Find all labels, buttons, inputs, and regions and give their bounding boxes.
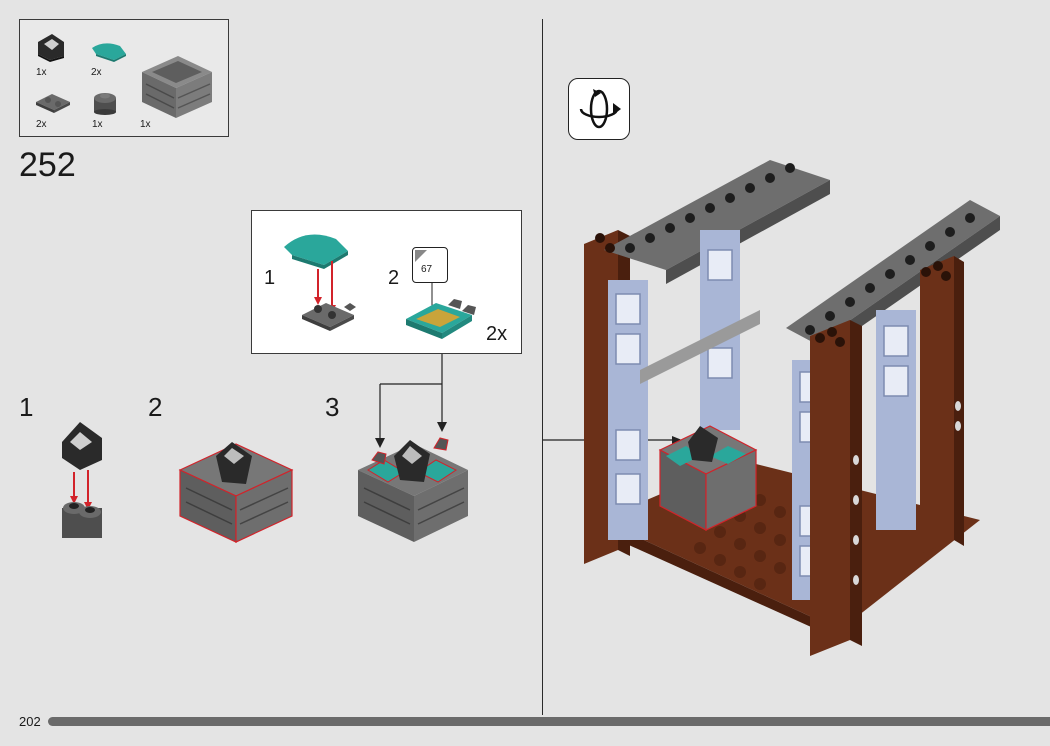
gray-crate-container-icon [142,56,212,118]
main-build-model-illustration [584,160,1000,656]
substep-1-wedge-on-round-bricks [62,422,102,538]
substep-2-crate-with-wedge [178,442,294,543]
dark-gray-round-brick-icon [94,93,116,115]
black-wedge-slope-brick-icon [38,34,64,62]
substep-number: 1 [19,392,34,422]
sticker-icon: 67 [412,247,448,283]
part-qty: 2x [36,119,47,130]
sub-assembly-callout: 1 2 67 2x [251,210,522,354]
progress-bar [48,717,1050,726]
sticker-number: 67 [421,264,433,275]
rotate-model-icon [568,78,630,140]
part-qty: 1x [92,119,103,130]
stickered-teal-tile-illustration [406,283,476,339]
dark-gray-plate-with-clips-icon [36,94,70,113]
teal-tile-on-plate-illustration [284,234,356,331]
callout-multiplier: 2x [486,323,508,345]
step-number: 252 [19,146,76,184]
substep-number: 3 [325,392,340,422]
callout-substep-number: 2 [388,267,400,289]
part-qty: 1x [36,67,47,78]
substep-number: 2 [148,392,163,422]
page-number: 202 [19,714,41,729]
page-divider [542,19,543,715]
callout-substep-number: 1 [264,267,276,289]
part-qty: 2x [91,67,102,78]
parts-list-box: 1x 2x 1x 2x 1x [19,19,229,137]
part-qty: 1x [140,119,151,130]
substep-3-crate-with-teal-tiles [358,437,468,542]
teal-curved-tile-icon [92,43,126,62]
